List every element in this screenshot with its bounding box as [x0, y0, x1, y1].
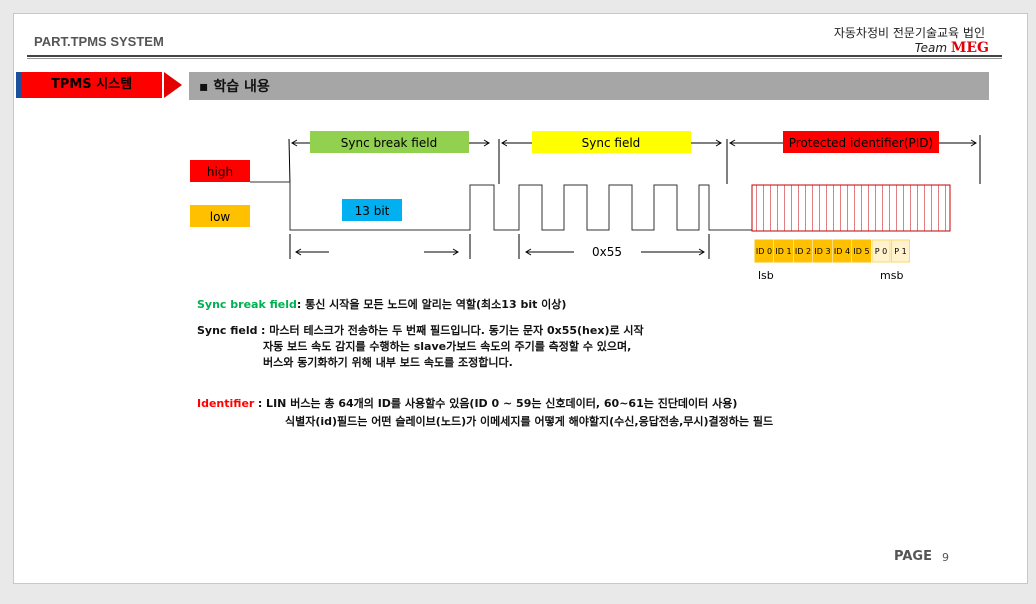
organization-name: 자동차정비 전문기술교육 법인: [833, 26, 985, 40]
id-bit-box: [774, 239, 793, 263]
bits13-label: 13 bit: [355, 204, 390, 218]
id-bit-box: [813, 239, 832, 263]
page-label: PAGE: [894, 549, 932, 564]
id-bit-label: P 1: [894, 247, 906, 256]
id-bit-label: ID 0: [756, 247, 772, 256]
id-bit-label: ID 2: [795, 247, 811, 256]
header-divider-thin: [27, 58, 1002, 59]
section-arrow-icon: [164, 72, 182, 98]
msb-label: msb: [880, 269, 903, 282]
header-divider: [27, 55, 1002, 57]
bits13-box: [342, 199, 402, 221]
note-sync-field: Sync field : 마스터 테스크가 전송하는 두 번째 필드입니다. 동…: [197, 324, 644, 369]
id-bit-label: ID 4: [834, 247, 850, 256]
hex-label: 0x55: [592, 245, 622, 259]
id-bit-box: [891, 239, 910, 263]
lin-frame-diagram: high low Sync break field Sync field Pro…: [190, 131, 981, 282]
note-sync-break: Sync break field: 통신 시작을 모든 노드에 알리는 역할(최…: [197, 298, 567, 311]
slide: PART.TPMS SYSTEM 자동차정비 전문기술교육 법인 Team ME…: [13, 13, 1028, 584]
low-label-box: [190, 205, 250, 227]
id-bit-box: [832, 239, 852, 263]
pid-box: [783, 131, 939, 153]
top-arrows: [288, 135, 981, 185]
id-bit-box: [852, 239, 871, 263]
id-bit-label: ID 5: [853, 247, 869, 256]
team-logo: MEG: [950, 40, 989, 56]
sync-field-box: [532, 131, 691, 153]
id-bit-label: P 0: [875, 247, 887, 256]
sync-field-label: Sync field: [582, 136, 641, 150]
subtitle-bar: ▪ 학습 내용: [189, 72, 989, 100]
high-label: high: [207, 165, 233, 179]
pid-data-block: [751, 184, 951, 232]
id-bit-box: [871, 239, 891, 263]
waveform: [250, 181, 950, 231]
section-title: TPMS 시스템: [16, 72, 162, 98]
note-identifier: Identifier : LIN 버스는 총 64개의 ID를 사용할수 있음(…: [197, 397, 774, 428]
sync-break-label: Sync break field: [341, 136, 437, 150]
high-label-box: [190, 160, 250, 182]
page-number: 9: [942, 551, 949, 564]
id-bit-label: ID 3: [814, 247, 830, 256]
id-bit-box: [793, 239, 813, 263]
team-label: Team MEG: [914, 40, 989, 56]
part-title: PART.TPMS SYSTEM: [34, 34, 164, 49]
subtitle: ▪ 학습 내용: [199, 79, 270, 95]
lsb-label: lsb: [758, 269, 774, 282]
id-bit-box: [754, 239, 774, 263]
id-bit-label: ID 1: [775, 247, 791, 256]
low-label: low: [210, 210, 231, 224]
sync-break-box: [310, 131, 469, 153]
pid-label: Protected identifier(PID): [789, 136, 933, 150]
bottom-arrows: [289, 234, 710, 259]
